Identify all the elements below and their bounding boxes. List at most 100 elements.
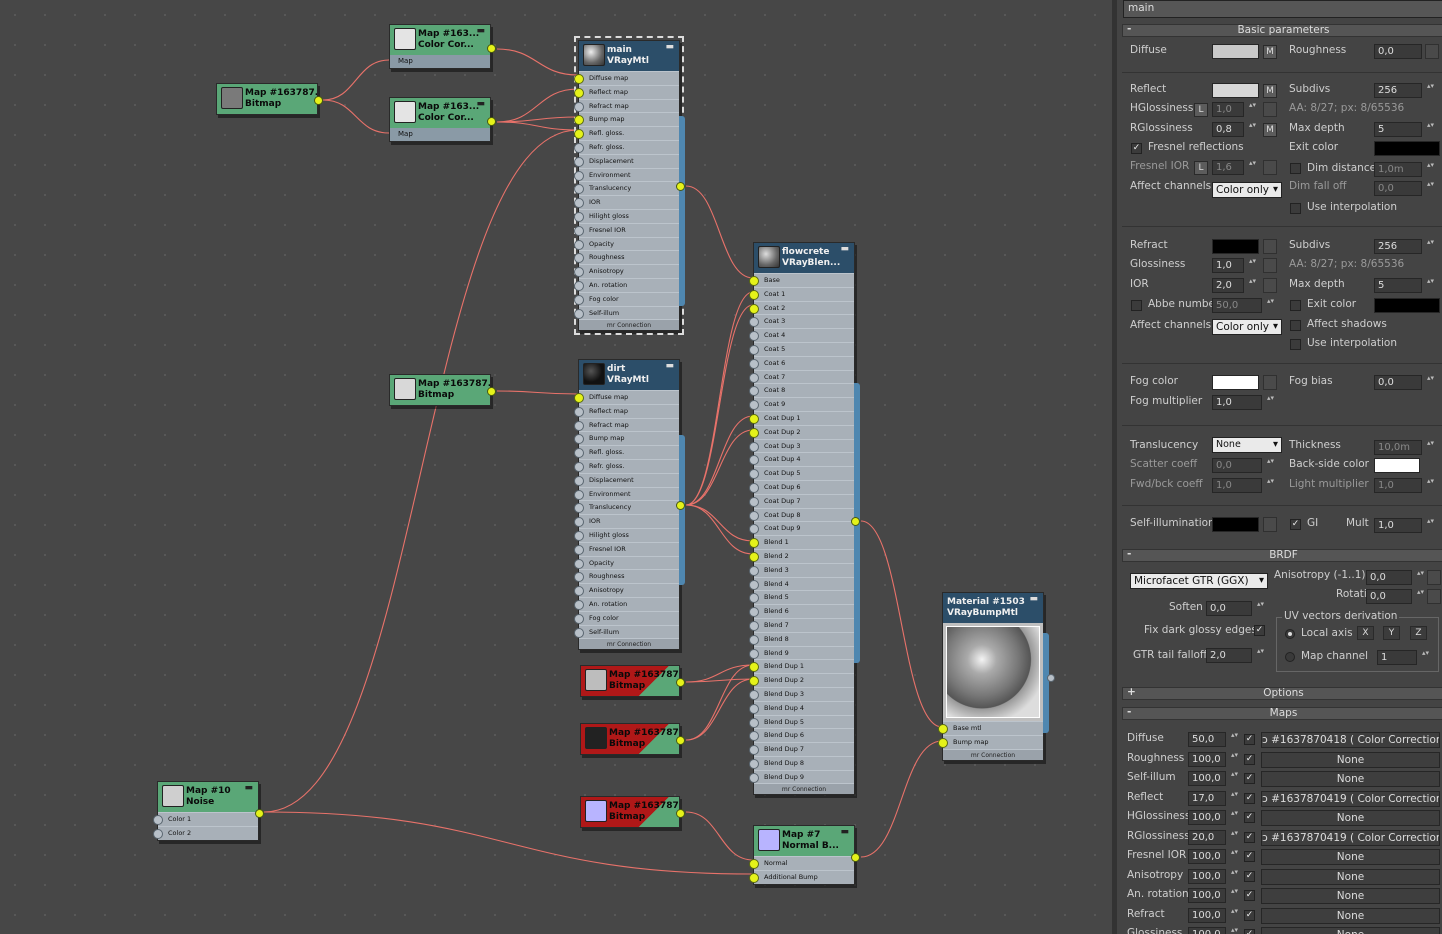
node-slot-hilight-gloss[interactable]: Hilight gloss xyxy=(574,208,679,223)
output-socket[interactable] xyxy=(487,117,496,126)
node-slot-opacity[interactable]: Opacity xyxy=(574,555,679,570)
node-slot-coat-dup-1[interactable]: Coat Dup 1 xyxy=(749,410,854,425)
node-slot-base-mtl[interactable]: Base mtl xyxy=(938,721,1043,735)
self-illum-map-button[interactable] xyxy=(1263,517,1277,532)
node-slot-blend-2[interactable]: Blend 2 xyxy=(749,548,854,563)
gtr-tail-falloff-spinner[interactable]: 2,0 xyxy=(1206,648,1265,663)
node-slot-additional-bump[interactable]: Additional Bump xyxy=(749,869,854,884)
minimize-icon[interactable]: ▬ xyxy=(476,26,485,36)
roughness-spinner[interactable]: 0,0 xyxy=(1374,44,1435,59)
dim-falloff-spinner[interactable]: 0,0 xyxy=(1374,181,1435,196)
rollout-basic-parameters[interactable]: -Basic parameters xyxy=(1122,24,1442,37)
node-slot-coat-2[interactable]: Coat 2 xyxy=(749,300,854,315)
map-channel-radio[interactable] xyxy=(1285,652,1295,662)
node-bitmap-missing-3[interactable]: Map #163787...Bitmap xyxy=(580,796,685,828)
node-slot-blend-6[interactable]: Blend 6 xyxy=(749,604,854,618)
rgloss-map-button[interactable]: M xyxy=(1263,123,1277,137)
node-slot-blend-dup-5[interactable]: Blend Dup 5 xyxy=(749,714,854,729)
node-slot-roughness[interactable]: Roughness xyxy=(574,250,679,264)
node-slot-coat-3[interactable]: Coat 3 xyxy=(749,314,854,328)
fresnel-ior-lock-button[interactable]: L xyxy=(1194,161,1208,175)
rotation-spinner[interactable]: 0,0 xyxy=(1366,589,1425,604)
material-name-field[interactable]: main xyxy=(1123,0,1442,18)
affect-shadows-checkbox[interactable] xyxy=(1290,320,1301,331)
reflect-subdivs-spinner[interactable]: 256 xyxy=(1374,83,1435,98)
dim-distance-spinner[interactable]: 1,0m xyxy=(1374,162,1435,177)
map-row-rglossiness-map-button[interactable]: ɔ #1637870419 ( Color Correction ) xyxy=(1261,829,1440,846)
output-socket[interactable] xyxy=(676,182,685,191)
self-illum-mult-spinner[interactable]: 1,0 xyxy=(1374,518,1435,533)
output-socket[interactable] xyxy=(676,678,685,687)
map-row-diffuse-map-button[interactable]: ɔ #1637870418 ( Color Correction ) xyxy=(1261,732,1440,748)
axis-y-button[interactable]: Y xyxy=(1383,626,1400,640)
node-slot-blend-8[interactable]: Blend 8 xyxy=(749,631,854,646)
node-slot-normal[interactable]: Normal xyxy=(749,856,854,870)
node-slot-environment[interactable]: Environment xyxy=(574,167,679,182)
abbe-checkbox[interactable] xyxy=(1131,300,1142,311)
node-slot-base[interactable]: Base xyxy=(749,273,854,287)
thickness-spinner[interactable]: 10,0m xyxy=(1374,440,1435,455)
refract-exit-color-checkbox[interactable] xyxy=(1290,300,1301,311)
reflect-max-depth-spinner[interactable]: 5 xyxy=(1374,122,1435,137)
node-slot-coat-dup-8[interactable]: Coat Dup 8 xyxy=(749,507,854,522)
node-slot-blend-dup-3[interactable]: Blend Dup 3 xyxy=(749,686,854,701)
rollout-maps[interactable]: -Maps xyxy=(1122,707,1442,720)
node-slot-refl-gloss[interactable]: Refl. gloss. xyxy=(574,445,679,459)
map-row-glossiness-map-button[interactable]: None xyxy=(1261,927,1440,934)
node-slot-blend-3[interactable]: Blend 3 xyxy=(749,562,854,577)
refract-glossiness-spinner[interactable]: 1,0 xyxy=(1212,258,1257,273)
reflect-use-interpolation-checkbox[interactable] xyxy=(1290,203,1301,214)
output-socket[interactable] xyxy=(676,809,685,818)
node-bitmap-1[interactable]: Map #163787...Bitmap xyxy=(216,83,323,115)
node-slot-coat-4[interactable]: Coat 4 xyxy=(749,328,854,342)
rollout-brdf[interactable]: -BRDF xyxy=(1122,549,1442,562)
node-bitmap-missing-1[interactable]: Map #163787...Bitmap xyxy=(580,665,685,697)
node-slot-coat-dup-2[interactable]: Coat Dup 2 xyxy=(749,424,854,439)
map-row-fresnel-ior-map-button[interactable]: None xyxy=(1261,849,1440,865)
node-slot-displacement[interactable]: Displacement xyxy=(574,153,679,168)
node-slot-coat-8[interactable]: Coat 8 xyxy=(749,383,854,397)
node-slot-reflect-map[interactable]: Reflect map xyxy=(574,403,679,418)
node-slot-coat-9[interactable]: Coat 9 xyxy=(749,397,854,411)
map-row-fresnel-ior-enable-checkbox[interactable]: ✓ xyxy=(1244,851,1255,862)
soften-spinner[interactable]: 0,0 xyxy=(1206,601,1265,616)
node-color-correction-2[interactable]: Map #163...Color Cor...▬ Map xyxy=(389,97,496,142)
map-row-diffuse-amount[interactable]: 50,0 xyxy=(1188,732,1239,747)
node-slot-blend-9[interactable]: Blend 9 xyxy=(749,645,854,660)
map-row-an-rotation-map-button[interactable]: None xyxy=(1261,888,1440,904)
map-row-self-illum-amount[interactable]: 100,0 xyxy=(1188,771,1239,786)
node-slot-an-rotation[interactable]: An. rotation xyxy=(574,596,679,611)
map-row-rglossiness-enable-checkbox[interactable]: ✓ xyxy=(1244,831,1255,843)
node-slot-self-illum[interactable]: Self-illum xyxy=(574,305,679,320)
node-slot-displacement[interactable]: Displacement xyxy=(574,472,679,487)
map-row-glossiness-amount[interactable]: 100,0 xyxy=(1188,927,1239,934)
mr-connection[interactable]: mr Connection xyxy=(754,783,854,795)
map-row-an-rotation-amount[interactable]: 100,0 xyxy=(1188,888,1239,903)
mr-connection[interactable]: mr Connection xyxy=(579,638,679,650)
fix-dark-glossy-edges-checkbox[interactable]: ✓ xyxy=(1254,625,1265,636)
output-socket[interactable] xyxy=(676,736,685,745)
brdf-type-dropdown[interactable]: Microfacet GTR (GGX) xyxy=(1130,573,1268,589)
axis-x-button[interactable]: X xyxy=(1357,626,1374,640)
refract-exit-color-swatch[interactable] xyxy=(1374,298,1440,313)
minimize-icon[interactable]: ▬ xyxy=(840,827,849,837)
fwd-bck-coeff-spinner[interactable]: 1,0 xyxy=(1212,478,1275,493)
output-socket[interactable] xyxy=(676,501,685,510)
minimize-icon[interactable]: ▬ xyxy=(244,783,253,793)
node-slot-ior[interactable]: IOR xyxy=(574,195,679,209)
map-row-an-rotation-enable-checkbox[interactable]: ✓ xyxy=(1244,890,1255,901)
fog-multiplier-spinner[interactable]: 1,0 xyxy=(1212,395,1275,410)
minimize-icon[interactable]: ▬ xyxy=(665,361,674,371)
light-multiplier-spinner[interactable]: 1,0 xyxy=(1374,478,1435,493)
node-slot-anisotropy[interactable]: Anisotropy xyxy=(574,264,679,278)
node-slot-refr-gloss[interactable]: Refr. gloss. xyxy=(574,458,679,473)
mr-connection[interactable]: mr Connection xyxy=(579,319,679,331)
axis-z-button[interactable]: Z xyxy=(1410,626,1427,640)
map-row-reflect-enable-checkbox[interactable]: ✓ xyxy=(1244,792,1255,804)
node-slot-refl-gloss[interactable]: Refl. gloss. xyxy=(574,126,679,140)
node-slot-translucency[interactable]: Translucency xyxy=(574,500,679,514)
node-slot-coat-6[interactable]: Coat 6 xyxy=(749,355,854,370)
